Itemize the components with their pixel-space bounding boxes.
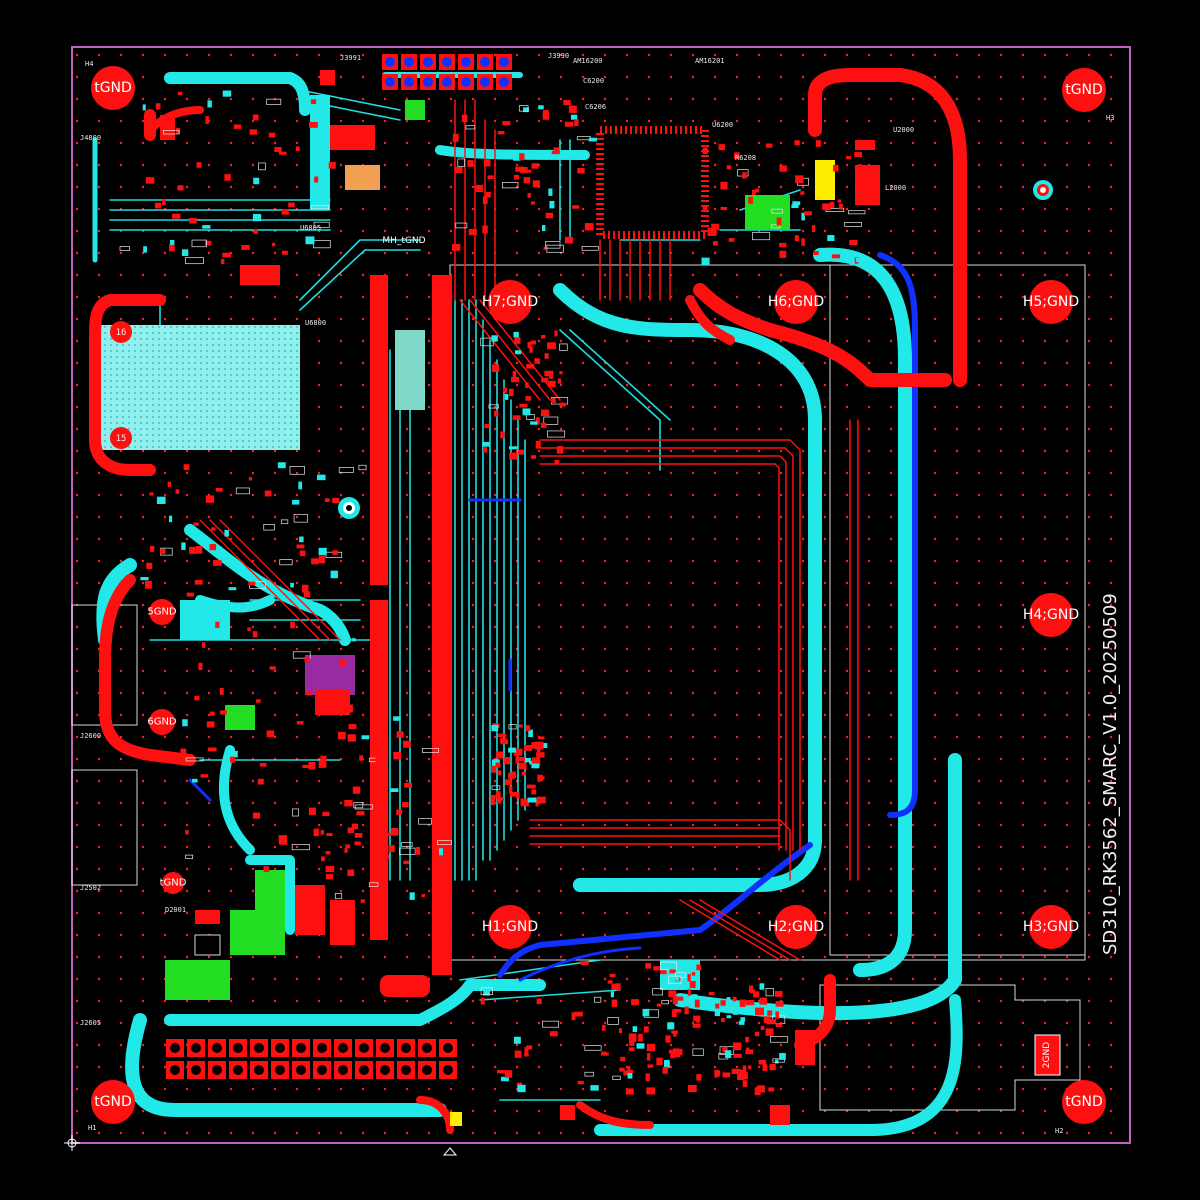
- mount-hole-p-small-tgnd: tGND: [160, 872, 187, 894]
- mount-hole-label: 6GND: [147, 717, 177, 728]
- green-copper-fills: [165, 100, 835, 1126]
- silk-ref-j2605: J2605: [80, 1019, 101, 1027]
- silk-ref-j2600: J2600: [80, 732, 101, 740]
- mount-hole-p5gnd: 5GND: [147, 599, 177, 625]
- mount-hole-label: H6;GND: [768, 294, 824, 310]
- bottom-copper-layer: [188, 252, 918, 982]
- mounting-holes: tGND tGND H7;GND H6;GND H5;GND H4;GND H1;GND H2…: [91, 66, 1106, 1124]
- mount-hole-label: H4;GND: [1023, 607, 1079, 623]
- silk-ref-j3990: J3990: [548, 52, 569, 60]
- board-title: SD310_RK3562_SMARC_V1.0_20250509: [1100, 593, 1121, 955]
- mount-hole-label: H3;GND: [1023, 919, 1079, 935]
- mount-hole-label: tGND: [1065, 1094, 1103, 1110]
- mount-hole-label: H5;GND: [1023, 294, 1079, 310]
- silk-ref-r6208: R6208: [735, 154, 756, 162]
- mount-hole-label: H7;GND: [482, 294, 538, 310]
- silk-ref-pin15: 15: [116, 434, 127, 444]
- silk-ref-l2000: L2000: [885, 184, 906, 192]
- mount-hole-h1: H1;GND: [482, 905, 538, 949]
- silk-ref-pin16: 16: [116, 328, 127, 338]
- silk-ref-u6800: U6800: [305, 319, 326, 327]
- silk-ref-c6206: C6206: [585, 103, 606, 111]
- component-pads: [119, 90, 866, 1096]
- silk-ref-j3991: J3991: [340, 54, 361, 62]
- silk-ref-h1: H1: [88, 1124, 96, 1132]
- mount-hole-label: tGND: [94, 80, 132, 96]
- mount-hole-p6gnd: 6GND: [147, 709, 177, 735]
- mount-hole-label: tGND: [1065, 82, 1103, 98]
- mount-hole-h4: H4;GND: [1023, 593, 1079, 637]
- bottom-header: [166, 1039, 457, 1079]
- silk-ref-h3: H3: [1106, 114, 1114, 122]
- silk-ref-j4800: J4800: [80, 134, 101, 142]
- mount-hole-mh-top-left: tGND: [91, 66, 135, 110]
- mount-hole-label: 5GND: [147, 607, 177, 618]
- silk-ref-u2000: U2000: [893, 126, 914, 134]
- silk-ref-am16201: AM16201: [695, 57, 725, 65]
- mount-hole-label: H1;GND: [482, 919, 538, 935]
- silk-ref-c6200: C6200: [583, 77, 604, 85]
- silk-ref-d2001: D2001: [165, 906, 186, 914]
- origin-marker: [64, 1135, 458, 1156]
- mount-hole-mh-conn: MH_tGND: [382, 236, 425, 246]
- mount-hole-p2gnd: 2GND: [1042, 1042, 1052, 1068]
- mount-hole-h2: H2;GND: [768, 905, 824, 949]
- mount-hole-h3: H3;GND: [1023, 905, 1079, 949]
- battery-outline: [819, 984, 1081, 1111]
- silk-ref-u6200: U6200: [712, 121, 733, 129]
- mount-hole-label: tGND: [94, 1094, 132, 1110]
- mount-hole-mh-bottom-left: tGND: [91, 1080, 135, 1124]
- silk-ref-h4: H4: [85, 60, 93, 68]
- left-connector-outline-2: [71, 769, 138, 886]
- silk-ref-u6805: U6805: [300, 224, 321, 232]
- top-copper-fills: [160, 54, 1061, 1125]
- mount-hole-label: tGND: [160, 878, 187, 889]
- mount-hole-label: MH_tGND: [382, 236, 425, 246]
- mount-hole-label: H2;GND: [768, 919, 824, 935]
- mount-hole-h5: H5;GND: [1023, 280, 1079, 324]
- mount-hole-mh-bottom-right: tGND: [1062, 1080, 1106, 1124]
- silk-ref-h2: H2: [1055, 1127, 1063, 1135]
- top-header: [382, 54, 512, 90]
- mount-hole-h6: H6;GND: [768, 280, 824, 324]
- mount-hole-mh-top-right: tGND: [1062, 68, 1106, 112]
- mount-hole-label: 2GND: [1042, 1042, 1052, 1068]
- mount-hole-h7: H7;GND: [482, 280, 538, 324]
- silk-ref-am16200: AM16200: [573, 57, 603, 65]
- silk-ref-j2502: J2502: [80, 884, 101, 892]
